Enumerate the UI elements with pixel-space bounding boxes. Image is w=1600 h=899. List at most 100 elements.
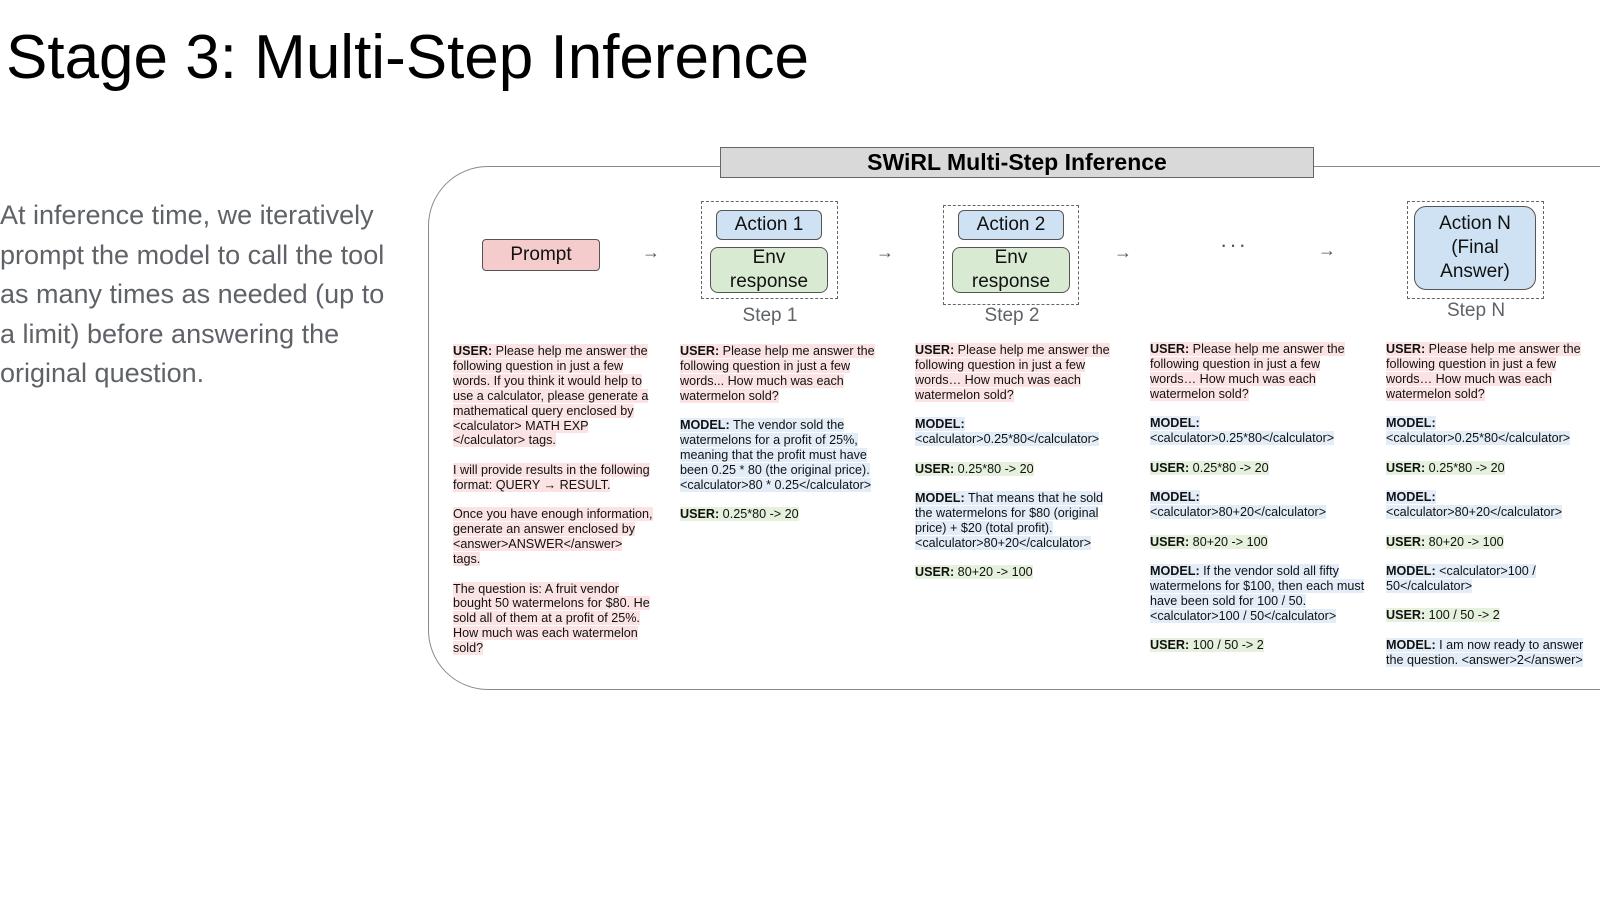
env-response-1-box: Env response: [710, 247, 828, 293]
message-text: The vendor sold the watermelons for a pr…: [680, 418, 872, 492]
step-n-label: Step N: [1446, 300, 1506, 321]
transcript-turn: USER: Please help me answer the followin…: [1150, 342, 1365, 402]
turn-text: MODEL: <calculator>0.25*80</calculator>: [1150, 416, 1335, 446]
transcript-turn: MODEL: <calculator>80+20</calculator>: [1150, 490, 1365, 520]
message-text: If the vendor sold all fifty watermelons…: [1150, 564, 1365, 623]
turn-text: USER: 0.25*80 -> 20: [1386, 460, 1505, 475]
turn-text: USER: Please help me answer the followin…: [915, 343, 1110, 402]
turn-text: USER: 0.25*80 -> 20: [680, 507, 799, 522]
message-text: 80+20 -> 100: [1189, 534, 1268, 549]
prompt-box: Prompt: [482, 239, 600, 271]
transcript-turn: USER: 0.25*80 -> 20: [915, 461, 1115, 477]
speaker-label: MODEL:: [915, 417, 965, 432]
message-text: That means that he sold the watermelons …: [915, 491, 1104, 550]
turn-text: MODEL: <calculator>100 / 50</calculator>: [1386, 564, 1536, 593]
speaker-label: USER:: [1150, 460, 1190, 475]
message-text: 0.25*80 -> 20: [954, 461, 1034, 476]
transcript-turn: USER: Please help me answer the followin…: [915, 343, 1115, 403]
transcript-turn: MODEL: <calculator>0.25*80</calculator>: [1386, 416, 1591, 446]
step-n-group: [1407, 201, 1544, 299]
slide-description: At inference time, we iteratively prompt…: [0, 200, 385, 388]
transcript-turn: Once you have enough information, genera…: [453, 507, 653, 567]
speaker-label: USER:: [1150, 534, 1190, 549]
transcript-turn: USER: 100 / 50 -> 2: [1150, 638, 1365, 653]
speaker-label: USER:: [453, 344, 493, 358]
transcript-turn: USER: 80+20 -> 100: [915, 565, 1115, 580]
step-2-group: [943, 205, 1079, 305]
turn-text: USER: Please help me answer the followin…: [680, 344, 875, 403]
turn-text: Once you have enough information, genera…: [453, 507, 653, 567]
speaker-label: USER:: [680, 507, 720, 522]
speaker-label: USER:: [1386, 534, 1426, 549]
speaker-label: USER:: [915, 343, 955, 357]
transcript-turn: USER: 0.25*80 -> 20: [680, 507, 884, 522]
speaker-label: USER:: [1150, 342, 1190, 356]
message-text: I am now ready to answer the question. <…: [1386, 637, 1584, 667]
transcript-turn: USER: 80+20 -> 100: [1386, 534, 1591, 550]
turn-text: MODEL: The vendor sold the watermelons f…: [680, 418, 872, 492]
speaker-label: MODEL:: [1150, 490, 1200, 505]
message-text: The question is: A fruit vendor bought 5…: [453, 581, 650, 656]
step-1-group: [701, 201, 838, 299]
transcript-turn: USER: Please help me answer the followin…: [680, 344, 884, 404]
message-text: <calculator>0.25*80</calculator>: [1386, 431, 1571, 446]
message-text: Once you have enough information, genera…: [453, 507, 653, 567]
transcript-turn: MODEL: <calculator>80+20</calculator>: [1386, 490, 1591, 520]
turn-text: USER: 100 / 50 -> 2: [1386, 608, 1500, 623]
turn-text: USER: 0.25*80 -> 20: [1150, 460, 1269, 475]
turn-text: USER: 0.25*80 -> 20: [915, 461, 1034, 476]
message-text: <calculator>100 / 50</calculator>: [1386, 564, 1536, 593]
turn-text: MODEL: <calculator>0.25*80</calculator>: [1386, 416, 1571, 446]
turn-text: USER: Please help me answer the followin…: [1150, 342, 1345, 401]
transcript-turn: MODEL: <calculator>0.25*80</calculator>: [1150, 416, 1365, 446]
speaker-label: USER:: [680, 344, 720, 358]
transcript-turn: USER: 80+20 -> 100: [1150, 534, 1365, 550]
arrow-icon: →: [642, 242, 660, 262]
turn-text: The question is: A fruit vendor bought 5…: [453, 581, 650, 656]
turn-text: USER: Please help me answer the followin…: [453, 344, 649, 448]
speaker-label: MODEL:: [1386, 637, 1436, 652]
message-text: 100 / 50 -> 2: [1425, 608, 1500, 623]
transcript-turn: USER: 0.25*80 -> 20: [1386, 460, 1591, 476]
speaker-label: USER:: [1150, 638, 1190, 653]
turn-text: USER: Please help me answer the followin…: [1386, 342, 1581, 401]
message-text: <calculator>0.25*80</calculator>: [1150, 431, 1335, 446]
speaker-label: MODEL:: [915, 491, 965, 506]
message-text: <calculator>80+20</calculator>: [1150, 505, 1327, 520]
transcript-turn: USER: 0.25*80 -> 20: [1150, 460, 1365, 476]
turn-text: MODEL: <calculator>0.25*80</calculator>: [915, 417, 1100, 447]
speaker-label: MODEL:: [1386, 490, 1436, 505]
speaker-label: MODEL:: [680, 418, 730, 433]
speaker-label: MODEL:: [1150, 564, 1200, 579]
turn-text: USER: 100 / 50 -> 2: [1150, 638, 1264, 653]
transcript-turn: MODEL: <calculator>0.25*80</calculator>: [915, 417, 1115, 447]
env-response-2-box: Env response: [952, 247, 1070, 293]
action-1-box: Action 1: [716, 210, 822, 240]
message-text: 80+20 -> 100: [1425, 534, 1504, 549]
turn-text: MODEL: If the vendor sold all fifty wate…: [1150, 564, 1365, 623]
turn-text: MODEL: That means that he sold the water…: [915, 491, 1104, 550]
speaker-label: MODEL:: [1386, 564, 1436, 579]
transcript-turn: MODEL: I am now ready to answer the ques…: [1386, 637, 1591, 668]
message-text: Please help me answer the following ques…: [915, 343, 1110, 402]
speaker-label: MODEL:: [1150, 416, 1200, 431]
transcript-turn: MODEL: If the vendor sold all fifty wate…: [1150, 564, 1365, 624]
turn-text: MODEL: I am now ready to answer the ques…: [1386, 637, 1584, 667]
step-n-transcript-column: USER: Please help me answer the followin…: [1386, 342, 1591, 682]
arrow-icon: →: [876, 242, 894, 262]
speaker-label: MODEL:: [1386, 416, 1436, 431]
message-text: 0.25*80 -> 20: [1425, 460, 1505, 475]
transcript-turn: I will provide results in the following …: [453, 462, 653, 493]
message-text: Please help me answer the following ques…: [1386, 342, 1581, 401]
message-text: Please help me answer the following ques…: [1150, 342, 1345, 401]
transcript-turn: MODEL: The vendor sold the watermelons f…: [680, 418, 884, 493]
step-3-transcript-column: USER: Please help me answer the followin…: [1150, 342, 1365, 668]
message-text: 100 / 50 -> 2: [1189, 638, 1264, 653]
speaker-label: USER:: [915, 461, 955, 476]
message-text: Please help me answer the following ques…: [680, 344, 875, 403]
message-text: <calculator>0.25*80</calculator>: [915, 432, 1100, 447]
message-text: <calculator>80+20</calculator>: [1386, 505, 1563, 520]
transcript-turn: MODEL: That means that he sold the water…: [915, 491, 1115, 551]
message-text: 0.25*80 -> 20: [719, 507, 799, 522]
transcript-turn: USER: 100 / 50 -> 2: [1386, 608, 1591, 623]
